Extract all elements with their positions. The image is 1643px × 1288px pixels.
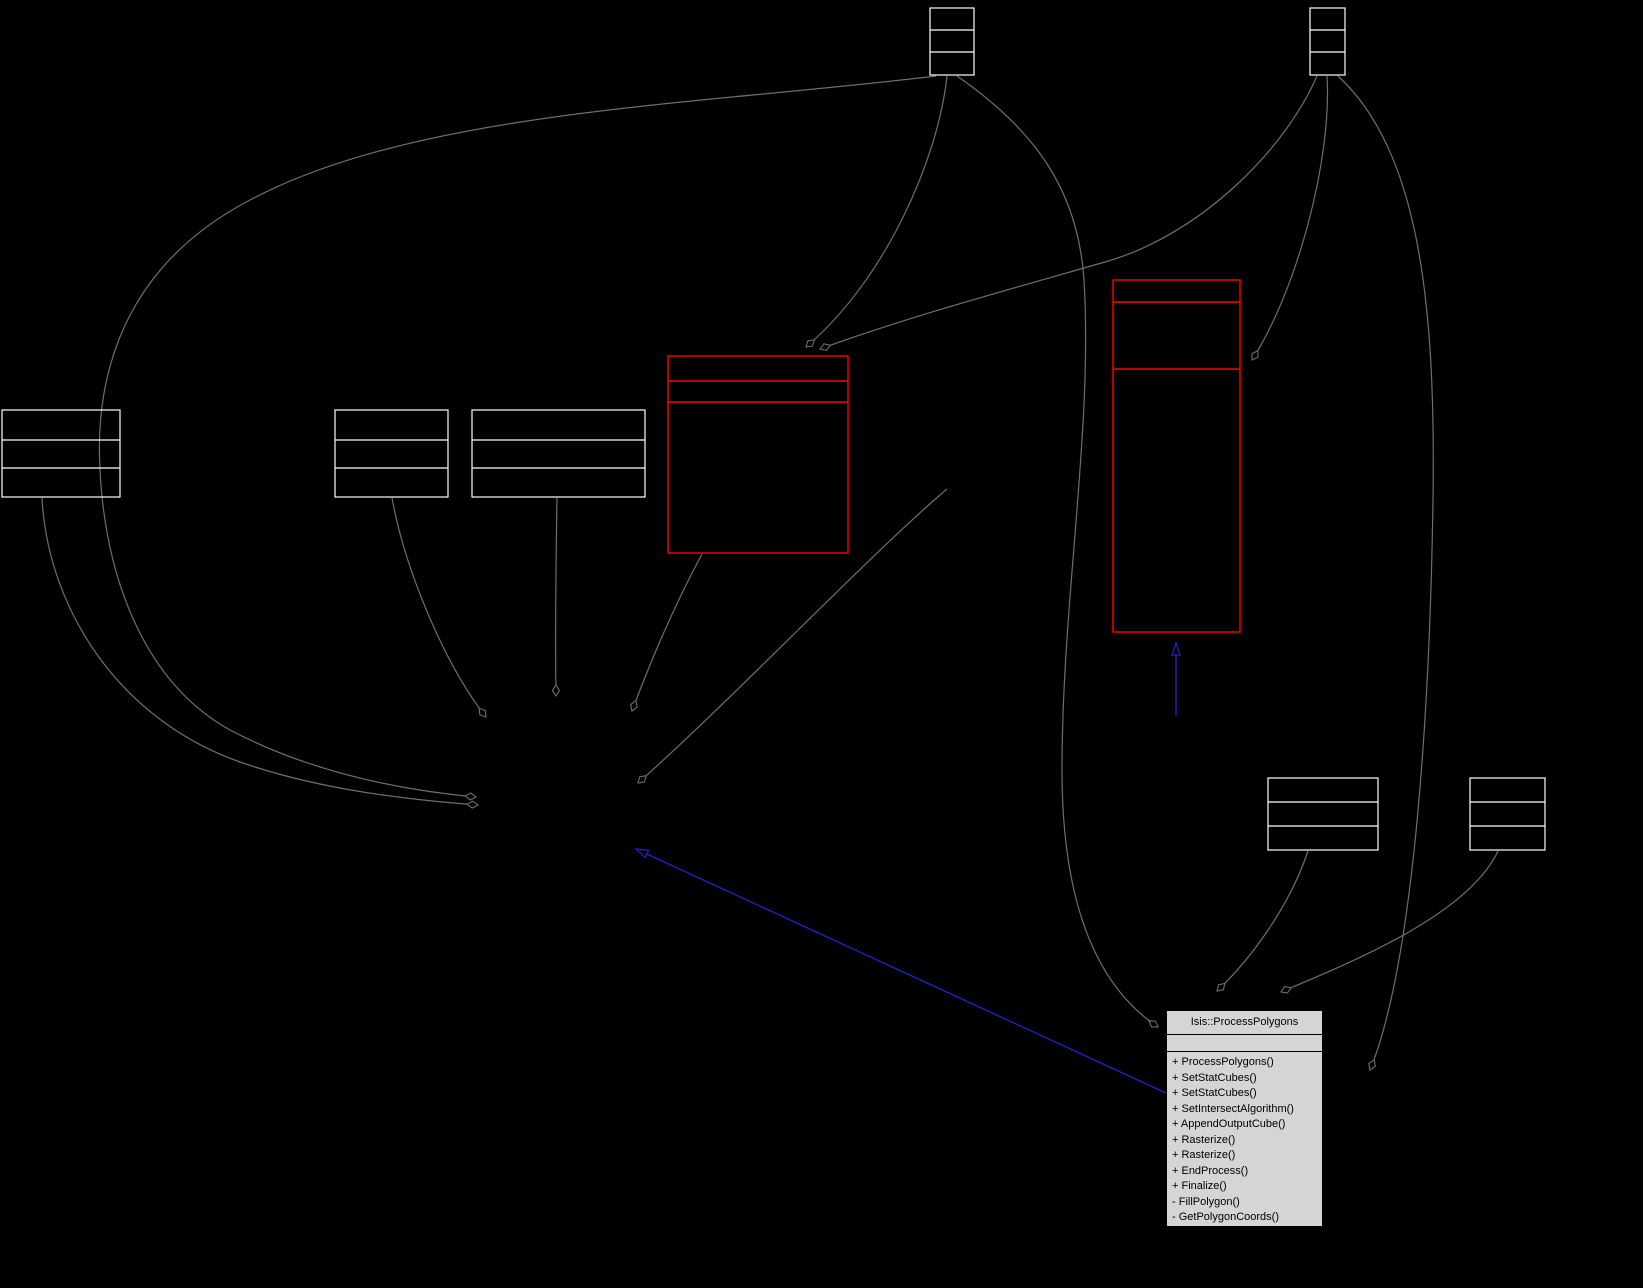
method-item: + Finalize() (1172, 1180, 1227, 1192)
class-box-red-right[interactable] (1112, 279, 1241, 633)
inheritance-edge-main-to-hidden (634, 848, 1167, 1094)
method-item: + ProcessPolygons() (1172, 1056, 1274, 1068)
class-box-top-2[interactable] (1309, 7, 1346, 76)
aggregation-edge-top2-to-red-right (1252, 75, 1329, 360)
method-item: + AppendOutputCube() (1172, 1118, 1286, 1130)
method-item: - GetPolygonCoords() (1172, 1211, 1279, 1223)
method-item: + Rasterize() (1172, 1133, 1236, 1146)
class-attributes-empty (1167, 1035, 1322, 1052)
class-box-top-1[interactable] (929, 7, 975, 76)
class-box-processpolygons[interactable]: Isis::ProcessPolygons + ProcessPolygons(… (1166, 1010, 1323, 1227)
method-item: + EndProcess() (1172, 1164, 1249, 1177)
class-method-list: + ProcessPolygons() + SetStatCubes() + Set… (1167, 1052, 1322, 1226)
aggregation-edge-mida-to-hidden (391, 497, 486, 717)
aggregation-edge-lowright2-to-main (1281, 850, 1499, 992)
method-item: + Rasterize() (1172, 1149, 1236, 1161)
aggregation-edge-redcenter-to-hidden (632, 553, 703, 711)
aggregation-edge-top1-to-red-center (806, 75, 948, 347)
aggregation-edge-lowright1-to-main (1217, 850, 1309, 991)
method-item: + SetIntersectAlgorithm() (1172, 1102, 1294, 1115)
method-item: + SetStatCubes() (1172, 1087, 1257, 1099)
class-box-mid-a[interactable] (334, 409, 449, 498)
aggregation-edge-top1-to-main (956, 75, 1158, 1027)
class-box-red-center[interactable] (667, 355, 849, 554)
class-box-low-right-2[interactable] (1469, 777, 1546, 851)
aggregation-edge-top1-to-hidden-left (98, 75, 937, 797)
aggregation-edge-top2-to-red-center (820, 75, 1318, 349)
class-title: Isis::ProcessPolygons (1167, 1011, 1322, 1035)
aggregation-edge-top2-to-main-right (1337, 75, 1434, 1070)
class-box-mid-b[interactable] (471, 409, 646, 498)
aggregation-edge-leftbox-to-hidden (41, 497, 478, 805)
method-item: - FillPolygon() (1172, 1195, 1240, 1208)
aggregation-edge-right-to-hidden (638, 488, 948, 783)
class-box-low-right-1[interactable] (1267, 777, 1379, 851)
class-box-left[interactable] (1, 409, 121, 498)
method-item: + SetStatCubes() (1172, 1071, 1257, 1084)
aggregation-edge-midb-to-hidden (556, 497, 557, 696)
